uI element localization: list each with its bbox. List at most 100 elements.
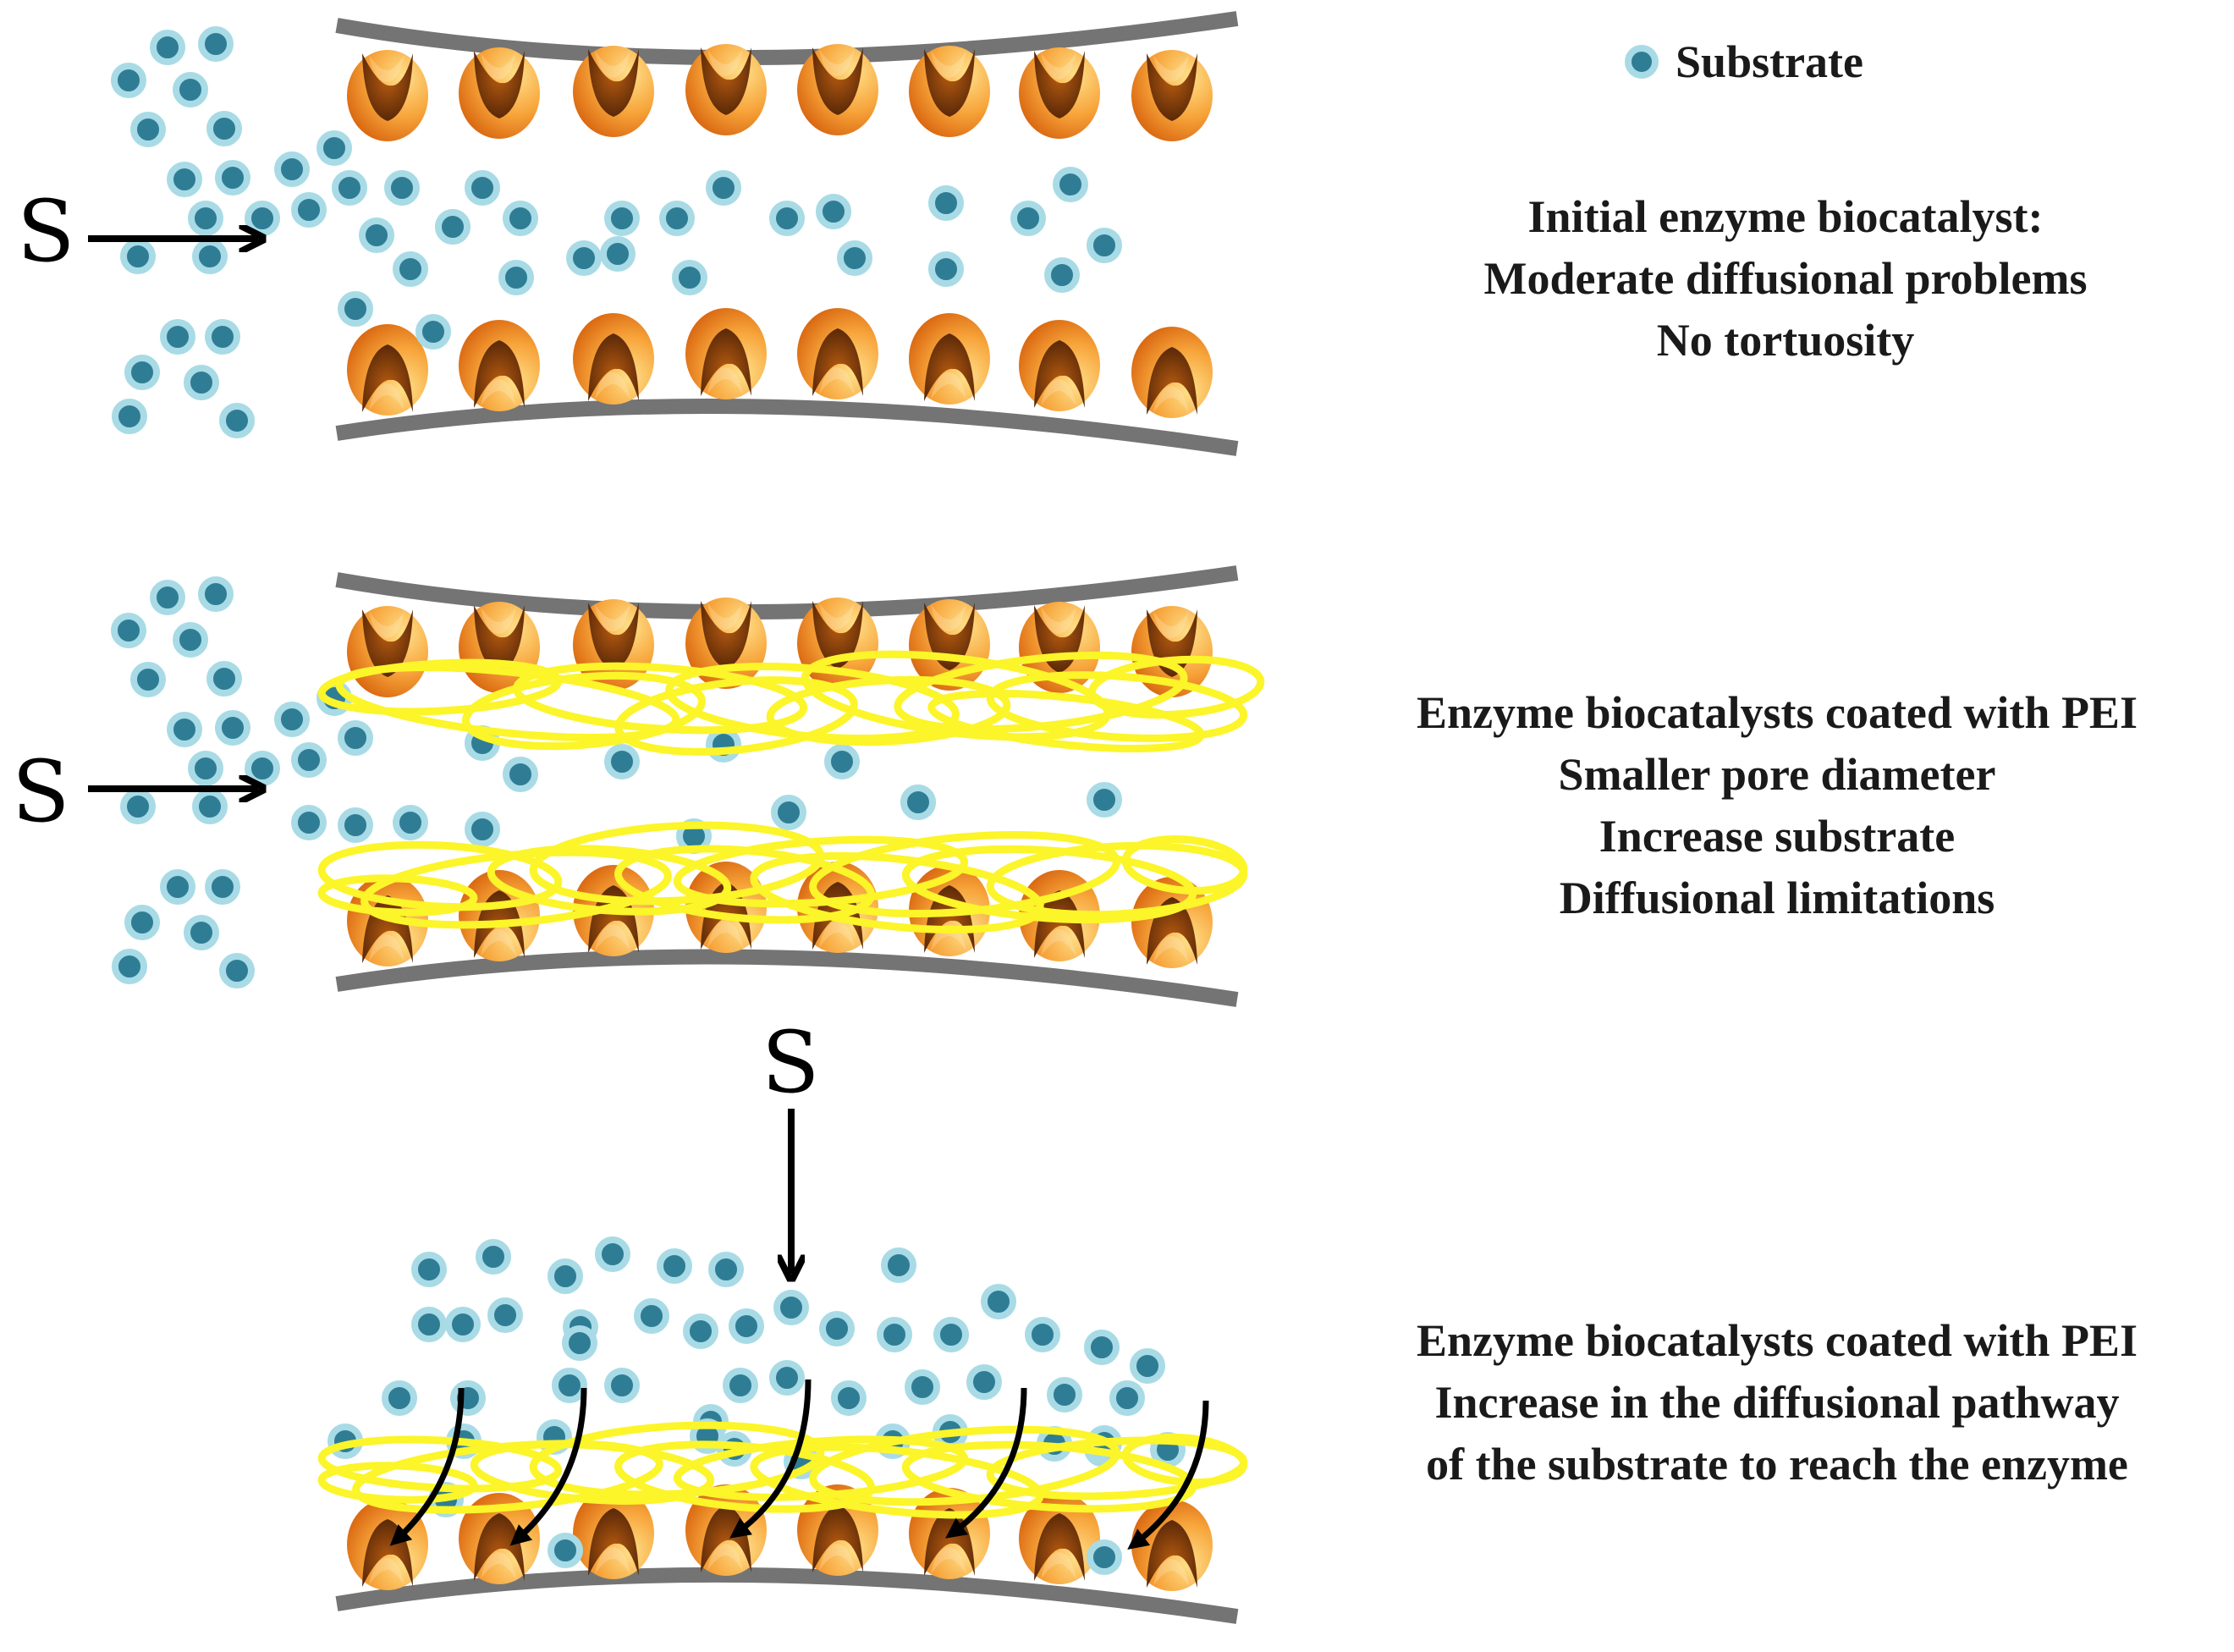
substrate-icon xyxy=(552,1368,587,1403)
enzyme-icon xyxy=(797,308,878,399)
caption-1-line-3: No tortuosity xyxy=(1656,315,1915,366)
legend-label: Substrate xyxy=(1676,36,1864,87)
substrate-icon xyxy=(1044,257,1080,293)
substrate-icon xyxy=(167,162,202,197)
substrate-icon xyxy=(393,251,428,287)
pei-coating-icon xyxy=(512,662,808,735)
substrate-icon xyxy=(1047,1377,1082,1412)
substrate-icon xyxy=(503,757,538,792)
substrate-icon xyxy=(1053,167,1088,202)
substrate-icon xyxy=(198,26,234,62)
diffusion-arrow-1 xyxy=(389,1387,465,1546)
substrate-icon xyxy=(184,365,219,400)
enzyme-icon xyxy=(1019,1493,1100,1584)
substrate-icon xyxy=(291,805,327,840)
substrate-icon xyxy=(215,710,250,746)
caption-2-line-2: Smaller pore diameter xyxy=(1558,749,1996,800)
substrate-icon xyxy=(824,744,860,779)
pei-coating-icon xyxy=(1121,1433,1248,1487)
pore-wall-3 xyxy=(335,565,1239,620)
substrate-icon xyxy=(881,1247,916,1283)
caption-1-line-1: Initial enzyme biocatalyst: xyxy=(1527,191,2044,242)
substrate-icon xyxy=(130,112,166,147)
substrate-icon xyxy=(1087,1539,1122,1575)
substrate-icon xyxy=(708,1252,744,1287)
enzyme-icon xyxy=(459,47,540,139)
pei-coating-icon xyxy=(335,664,680,741)
substrates xyxy=(111,26,1186,1575)
substrate-icon xyxy=(173,72,208,107)
substrate-icon xyxy=(547,1258,583,1294)
pei-coating-icon xyxy=(927,690,1205,752)
substrate-icon xyxy=(124,355,160,390)
substrate-icon xyxy=(503,201,538,236)
diffusion-arrow-3 xyxy=(729,1379,812,1539)
enzyme-icon xyxy=(573,46,654,137)
pei-coating-icon xyxy=(461,671,707,751)
enzyme-icon xyxy=(685,308,767,399)
substrate-icon xyxy=(771,795,806,830)
substrate-icon xyxy=(219,403,255,438)
substrate-icon xyxy=(634,1298,669,1334)
pore-wall-5 xyxy=(335,1567,1239,1624)
substrate-icon xyxy=(384,170,420,206)
substrate-icon xyxy=(160,319,195,355)
substrate-icon xyxy=(831,1380,867,1416)
substrate-icon xyxy=(198,576,234,612)
substrate-icon xyxy=(600,236,636,272)
substrate-icon xyxy=(111,613,146,648)
substrate-icon xyxy=(173,622,208,658)
substrate-icon xyxy=(723,1368,758,1403)
substrate-icon xyxy=(167,712,202,747)
s-label-3: S xyxy=(762,1013,820,1112)
substrate-icon xyxy=(112,949,147,984)
pei-coating-icon xyxy=(1087,655,1265,719)
substrate-icon xyxy=(206,111,242,146)
substrate-icon xyxy=(465,170,500,206)
substrate-icon xyxy=(415,314,451,350)
substrate-icon xyxy=(498,260,534,295)
substrate-icon xyxy=(130,662,166,697)
enzyme-icon xyxy=(573,1488,654,1579)
s-label-1: S xyxy=(17,182,75,281)
substrate-icon xyxy=(1130,1348,1165,1384)
substrate-icon xyxy=(683,1313,718,1349)
caption-2-line-4: Diffusional limitations xyxy=(1559,873,1995,923)
substrate-icon xyxy=(205,869,240,905)
s-label-2: S xyxy=(12,742,70,841)
enzyme-icon xyxy=(1019,47,1100,139)
substrate-icon xyxy=(316,130,352,166)
diffusion-pathway-arrows xyxy=(389,1379,1209,1550)
pei-coating-icon xyxy=(317,1462,478,1504)
substrate-icon xyxy=(900,785,936,820)
substrate-icon xyxy=(332,170,367,206)
substrate-icon xyxy=(933,1317,969,1352)
substrate-icon xyxy=(245,201,280,236)
substrate-icon xyxy=(706,170,741,206)
enzyme-icon xyxy=(909,46,990,137)
substrate-icon xyxy=(837,240,872,276)
pei-coating-icon xyxy=(487,845,732,916)
substrate-icon xyxy=(1625,45,1659,79)
substrate-icon xyxy=(659,201,695,236)
substrate-icon xyxy=(445,1307,481,1342)
enzyme-icon xyxy=(1131,327,1213,418)
substrate-icon xyxy=(435,209,470,245)
enzyme-icon xyxy=(685,44,767,135)
pei-coating-icon xyxy=(766,675,1011,746)
substrate-icon xyxy=(192,239,228,274)
substrate-icon xyxy=(188,751,223,786)
substrate-icon xyxy=(411,1307,447,1342)
caption-2-line-3: Increase substrate xyxy=(1598,811,1956,862)
enzyme-icon xyxy=(347,606,428,697)
caption-3-line-1: Enzyme biocatalysts coated with PEI xyxy=(1417,1315,2138,1366)
substrate-icon xyxy=(604,201,640,236)
substrate-icon xyxy=(338,291,373,327)
substrate-icon xyxy=(192,789,228,824)
substrate-icon xyxy=(769,1360,805,1396)
substrate-icon xyxy=(215,160,250,195)
pore-wall-2 xyxy=(335,399,1239,456)
diffusion-arrow-2 xyxy=(509,1387,587,1546)
substrate-icon xyxy=(411,1252,447,1287)
